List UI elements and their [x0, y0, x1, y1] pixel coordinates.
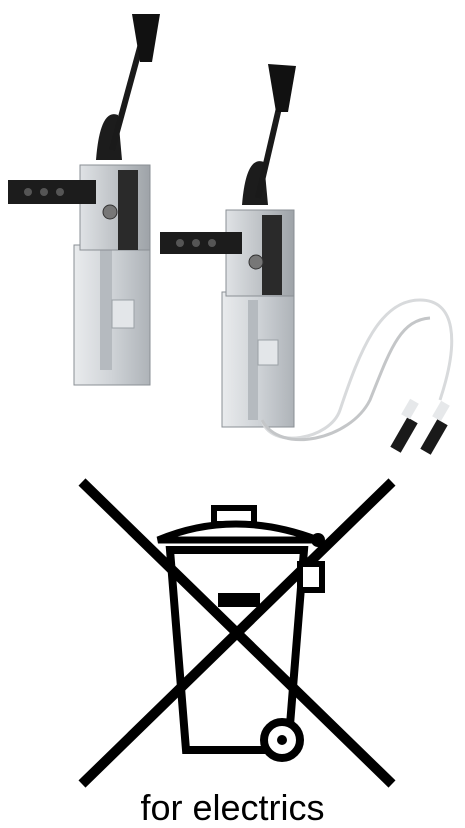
clamp-right-lever — [255, 94, 285, 199]
clamp-product-photo — [8, 14, 454, 455]
weee-caption: for electrics — [140, 787, 325, 828]
crossed-out-wheelie-bin-icon — [78, 478, 396, 788]
clamp-right — [160, 64, 454, 455]
clamp-left-grip — [132, 14, 160, 62]
clamp-right-arm — [160, 232, 242, 254]
clamp-left — [8, 14, 160, 386]
cross-line-2 — [78, 478, 396, 788]
connector-1 — [390, 398, 419, 453]
clamp-left-lever — [109, 39, 145, 151]
sensor-cable — [260, 298, 454, 440]
clamp-left-arm — [8, 180, 96, 204]
connector-2 — [420, 400, 450, 455]
clamp-right-grip — [268, 64, 296, 112]
